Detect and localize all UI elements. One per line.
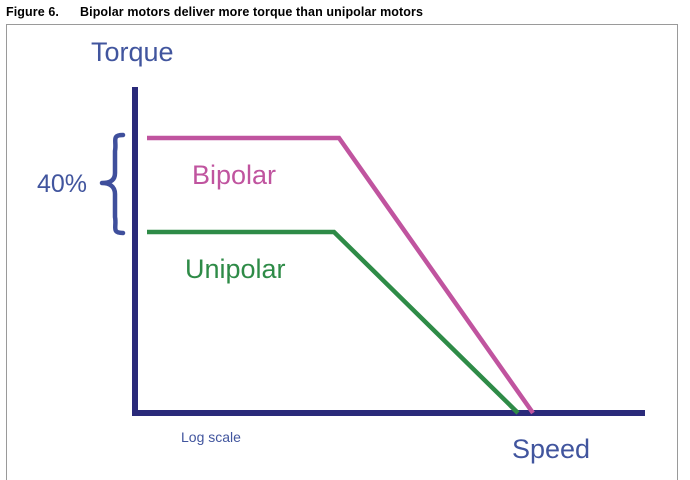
x-axis-scale-note: Log scale [181,429,241,445]
figure-caption: Figure 6. Bipolar motors deliver more to… [6,2,682,22]
bipolar-series-label: Bipolar [192,160,276,190]
torque-gap-value: 40% [37,170,87,198]
y-axis-title: Torque [91,37,174,67]
x-axis-title: Speed [512,434,590,464]
figure-frame: Torque 40% Bipolar Unipolar Log scale Sp… [6,24,678,480]
figure-number: Figure 6. [6,5,59,19]
bipolar-curve [147,135,535,415]
unipolar-curve [147,229,520,415]
figure-title: Bipolar motors deliver more torque than … [80,5,424,19]
torque-speed-chart: Torque 40% Bipolar Unipolar Log scale Sp… [37,37,645,464]
torque-gap-brace [99,132,126,236]
unipolar-series-label: Unipolar [185,254,286,284]
